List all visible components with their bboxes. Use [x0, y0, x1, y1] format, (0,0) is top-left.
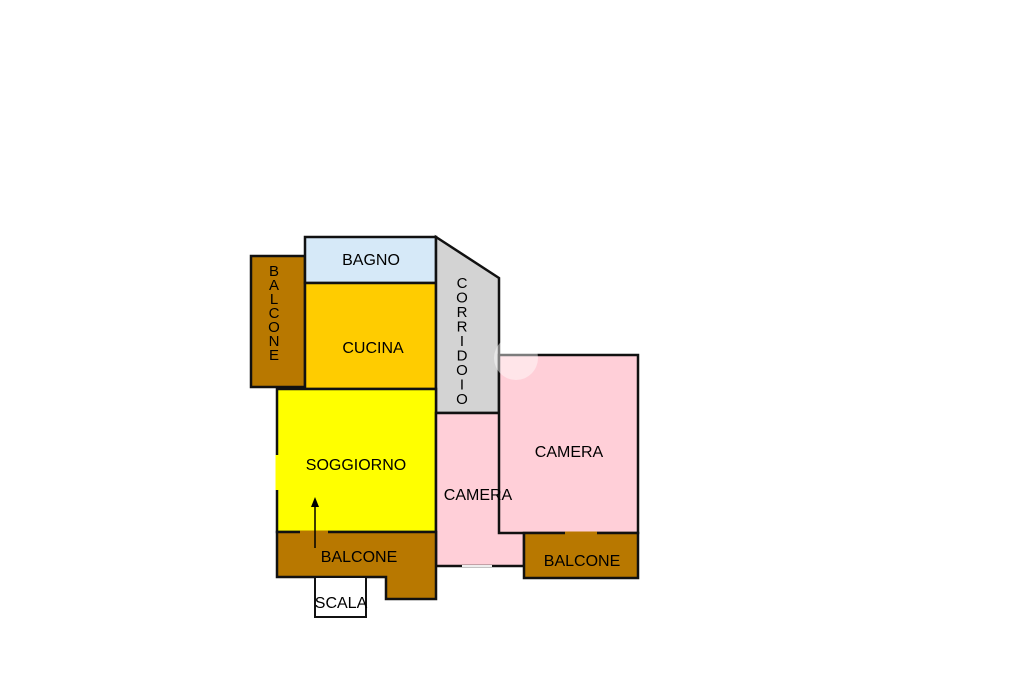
- watermark: [494, 336, 538, 380]
- room-balcone-bottom: [275, 530, 438, 601]
- label-cucina: CUCINA: [342, 340, 404, 357]
- room-soggiorno: [275, 387, 438, 534]
- label-bagno: BAGNO: [342, 252, 400, 269]
- label-camera-large: CAMERA: [535, 444, 604, 461]
- room-corridoio: [434, 234, 501, 415]
- label-scala: SCALA: [315, 595, 368, 612]
- label-balcone-bottom: BALCONE: [321, 549, 397, 566]
- room-scala: [314, 576, 367, 618]
- label-soggiorno: SOGGIORNO: [306, 457, 406, 474]
- room-balcone-right: [522, 531, 640, 580]
- room-balcone-left: [249, 254, 307, 389]
- entrance-arrow-head: [311, 497, 319, 507]
- label-camera-small: CAMERA: [444, 487, 513, 504]
- label-balcone-right: BALCONE: [544, 553, 620, 570]
- room-cucina: [303, 281, 438, 391]
